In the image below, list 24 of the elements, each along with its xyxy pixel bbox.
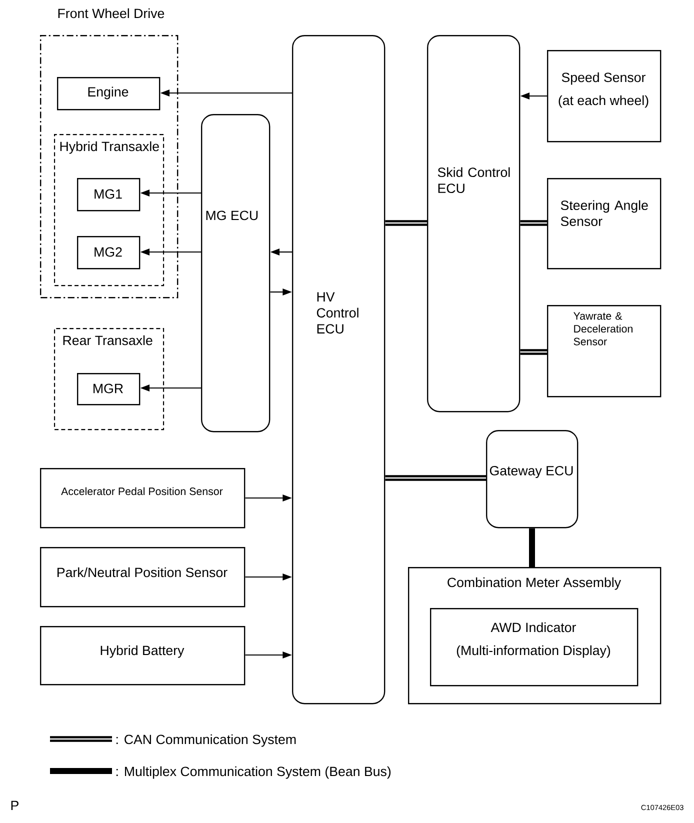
component-box: Yawrate & Deceleration Sensor (547, 305, 662, 398)
ecu-block: Gateway ECU (486, 430, 578, 528)
legend-text: : CAN Communication System (116, 734, 296, 747)
bus-line (520, 349, 547, 355)
ecu-block: HV Control ECU (292, 35, 386, 704)
component-box: MGR (77, 373, 140, 406)
bus-line (520, 220, 547, 226)
ecu-block: Skid Control ECU (427, 35, 520, 412)
bus-line (385, 475, 486, 481)
component-box: Hybrid Battery (40, 626, 246, 686)
component-box: Accelerator Pedal Position Sensor (40, 468, 246, 528)
ecu-block: MG ECU (201, 114, 270, 432)
component-box: Park/Neutral Position Sensor (40, 547, 246, 608)
component-box: Speed Sensor (at each wheel) (547, 50, 662, 142)
legend-text: : Multiplex Communication System (Bean Bus) (116, 766, 391, 779)
component-box: Engine (57, 77, 160, 110)
node-label: Front Wheel Drive (58, 8, 164, 18)
page-letter: P (11, 800, 18, 810)
component-box: Steering Angle Sensor (547, 178, 662, 270)
component-box: MG1 (77, 178, 140, 212)
bus-line (385, 220, 427, 226)
indicator-box: AWD Indicator (Multi-information Display) (430, 608, 638, 686)
component-box: MG2 (77, 236, 140, 270)
bus-line (529, 528, 535, 567)
